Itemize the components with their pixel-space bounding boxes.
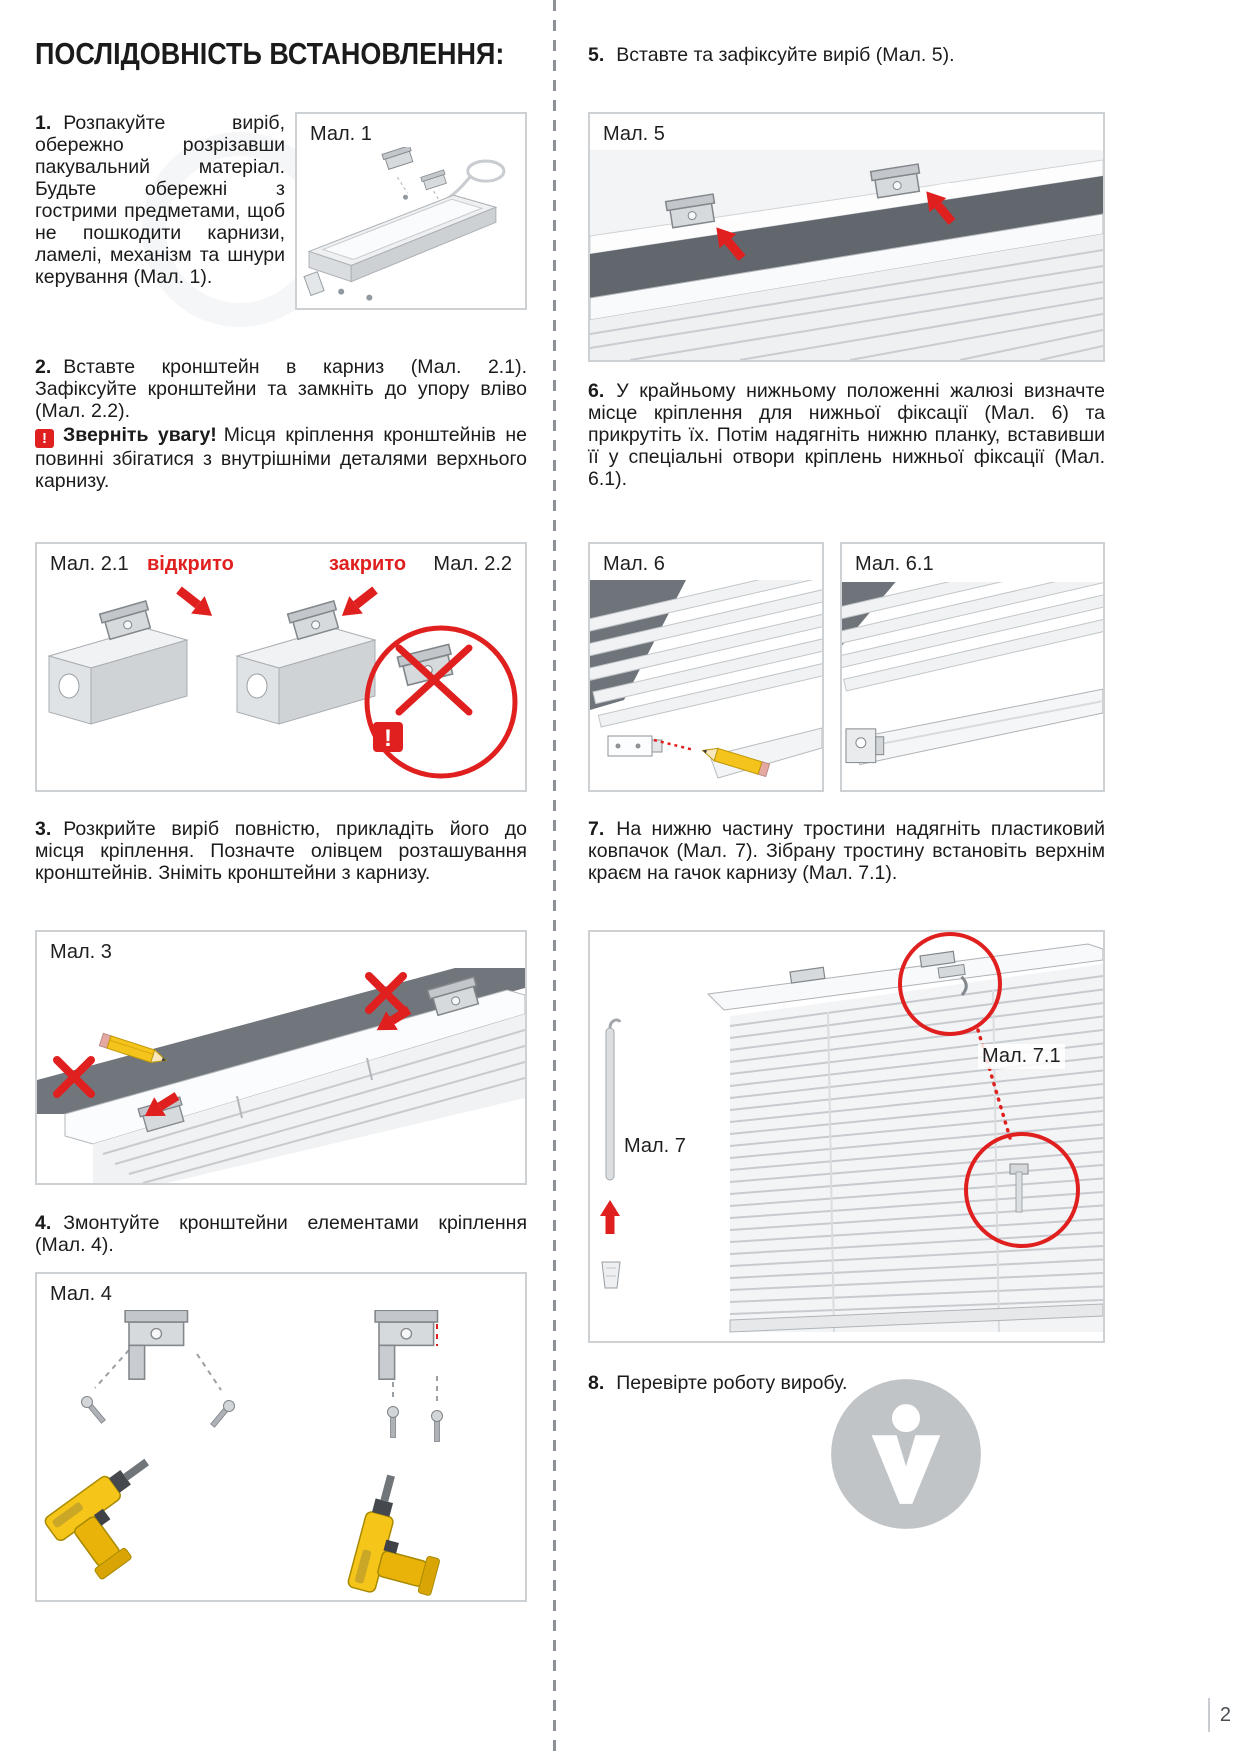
bracket-icon bbox=[374, 1310, 439, 1380]
figure-1-label: Мал. 1 bbox=[310, 123, 372, 145]
bracket-icon bbox=[286, 600, 340, 641]
bracket-icon bbox=[98, 600, 152, 641]
red-arrow bbox=[176, 586, 213, 616]
slats bbox=[590, 580, 822, 728]
warning-icon: ! bbox=[35, 429, 54, 448]
wrong-mount-highlight: ! bbox=[364, 625, 518, 779]
detail-highlight-circle bbox=[964, 1132, 1080, 1248]
hook-detail bbox=[937, 963, 968, 996]
pencil-icon bbox=[701, 747, 771, 778]
figure-5: Мал. 5 bbox=[588, 112, 1105, 362]
figure-4-illustration bbox=[44, 1310, 443, 1596]
screw-icon bbox=[431, 1410, 443, 1442]
figure-1: Мал. 1 bbox=[295, 112, 527, 310]
figure-2-label-2: Мал. 2.2 bbox=[433, 553, 512, 575]
cord-loop-icon bbox=[466, 159, 506, 183]
pencil-icon bbox=[98, 1032, 168, 1064]
figure-7-label: Мал. 7 bbox=[620, 1134, 690, 1159]
step-2-warning: !Зверніть увагу!Місця кріплення кронштей… bbox=[35, 424, 527, 492]
step-5-number: 5. bbox=[588, 44, 605, 66]
figure-2-label: Мал. 2.1 bbox=[50, 553, 129, 575]
screw-icon bbox=[210, 1400, 235, 1428]
figure-1-illustration bbox=[303, 147, 506, 301]
step-4-number: 4. bbox=[35, 1212, 52, 1234]
figure-3: Мал. 3 bbox=[35, 930, 527, 1185]
bracket-icon bbox=[124, 1310, 189, 1380]
warning-icon bbox=[373, 722, 403, 752]
figure-2: Мал. 2.1 відкрито закрито Мал. 2.2 bbox=[35, 542, 527, 792]
slats bbox=[842, 581, 1103, 692]
figure-6: Мал. 6 bbox=[588, 542, 824, 792]
red-arrow bbox=[341, 586, 378, 616]
step-7-text: 7.На нижню частину тростини надягніть пл… bbox=[588, 818, 1105, 884]
detail-highlight-circle bbox=[898, 932, 1002, 1036]
red-arrow bbox=[600, 1200, 620, 1234]
figure-4: Мал. 4 bbox=[35, 1272, 527, 1602]
figure-6-1: Мал. 6.1 bbox=[840, 542, 1105, 792]
headrail-closed bbox=[235, 600, 377, 725]
step-3-number: 3. bbox=[35, 818, 52, 840]
red-arrow bbox=[144, 1092, 180, 1117]
figure-3-label: Мал. 3 bbox=[50, 941, 112, 963]
drill-icon bbox=[44, 1458, 150, 1580]
step-2-text: 2.Вставте кронштейн в карниз (Мал. 2.1).… bbox=[35, 356, 527, 422]
svg-text:!: ! bbox=[384, 725, 392, 752]
headrail-open bbox=[47, 600, 189, 725]
figure-6-label: Мал. 6 bbox=[603, 553, 665, 575]
step-8-number: 8. bbox=[588, 1372, 605, 1394]
red-arrow bbox=[376, 1006, 412, 1031]
column-divider bbox=[553, 0, 556, 1760]
drill-icon bbox=[347, 1474, 440, 1596]
step-8-text: 8.Перевірте роботу виробу. bbox=[588, 1372, 848, 1394]
bracket-icon bbox=[420, 169, 447, 191]
page-number-divider bbox=[1207, 1698, 1210, 1732]
bracket-icon bbox=[381, 147, 414, 171]
cross-mark-icon bbox=[53, 1056, 95, 1098]
page-title: ПОСЛІДОВНІСТЬ ВСТАНОВЛЕННЯ: bbox=[35, 36, 505, 71]
screw-icon bbox=[387, 1406, 399, 1438]
step-1-number: 1. bbox=[35, 112, 52, 134]
screw-icon bbox=[81, 1396, 106, 1424]
step-4-text: 4.Змонтуйте кронштейни елементами кріпле… bbox=[35, 1212, 527, 1256]
step-7-number: 7. bbox=[588, 818, 605, 840]
figure-2-open-label: відкрито bbox=[147, 553, 234, 575]
figure-2-illustration: ! bbox=[47, 586, 518, 779]
bracket-icon bbox=[869, 163, 921, 199]
bottom-fixation-bracket bbox=[607, 735, 663, 757]
bracket-icon bbox=[919, 950, 956, 968]
bottom-rail-end-bracket bbox=[845, 727, 885, 763]
step-1-text: 1.Розпакуйте виріб, обережно розрізавши … bbox=[35, 112, 285, 288]
figure-7-1-label: Мал. 7.1 bbox=[978, 1044, 1065, 1069]
brand-watermark bbox=[828, 1376, 984, 1532]
cross-mark-icon bbox=[365, 972, 407, 1014]
figure-6-1-illustration bbox=[842, 581, 1103, 765]
cross-mark-icon bbox=[395, 644, 473, 716]
figure-6-1-label: Мал. 6.1 bbox=[855, 553, 934, 575]
step-6-text: 6.У крайньому нижньому положенні жалюзі … bbox=[588, 380, 1105, 490]
step-2-number: 2. bbox=[35, 356, 52, 378]
warning-title: Зверніть увагу! bbox=[63, 424, 217, 446]
step-5-text: 5.Вставте та зафіксуйте виріб (Мал. 5). bbox=[588, 44, 955, 66]
wand-cap-icon bbox=[601, 1261, 621, 1289]
figure-7: Мал. 7 Мал. 7.1 bbox=[588, 930, 1105, 1343]
red-arrow bbox=[926, 191, 956, 225]
bracket-icon bbox=[664, 193, 716, 229]
figure-3-illustration bbox=[37, 968, 525, 1183]
figure-6-illustration bbox=[590, 580, 822, 779]
step-6-number: 6. bbox=[588, 380, 605, 402]
figure-4-label: Мал. 4 bbox=[50, 1283, 112, 1305]
brand-logo-icon bbox=[831, 1379, 981, 1529]
wand-hook-detail bbox=[1009, 1163, 1029, 1213]
bracket-icon bbox=[789, 966, 826, 984]
figure-5-label: Мал. 5 bbox=[603, 123, 665, 145]
red-arrow bbox=[716, 227, 746, 261]
step-3-text: 3.Розкрийте виріб повністю, прикладіть й… bbox=[35, 818, 527, 884]
figure-2-closed-label: закрито bbox=[329, 553, 407, 575]
bracket-icon bbox=[426, 976, 480, 1017]
wand-icon bbox=[605, 1027, 615, 1181]
step-1-row: 1.Розпакуйте виріб, обережно розрізавши … bbox=[35, 112, 527, 310]
figure-5-illustration bbox=[590, 150, 1103, 360]
page-number: 2 bbox=[1207, 1698, 1231, 1732]
